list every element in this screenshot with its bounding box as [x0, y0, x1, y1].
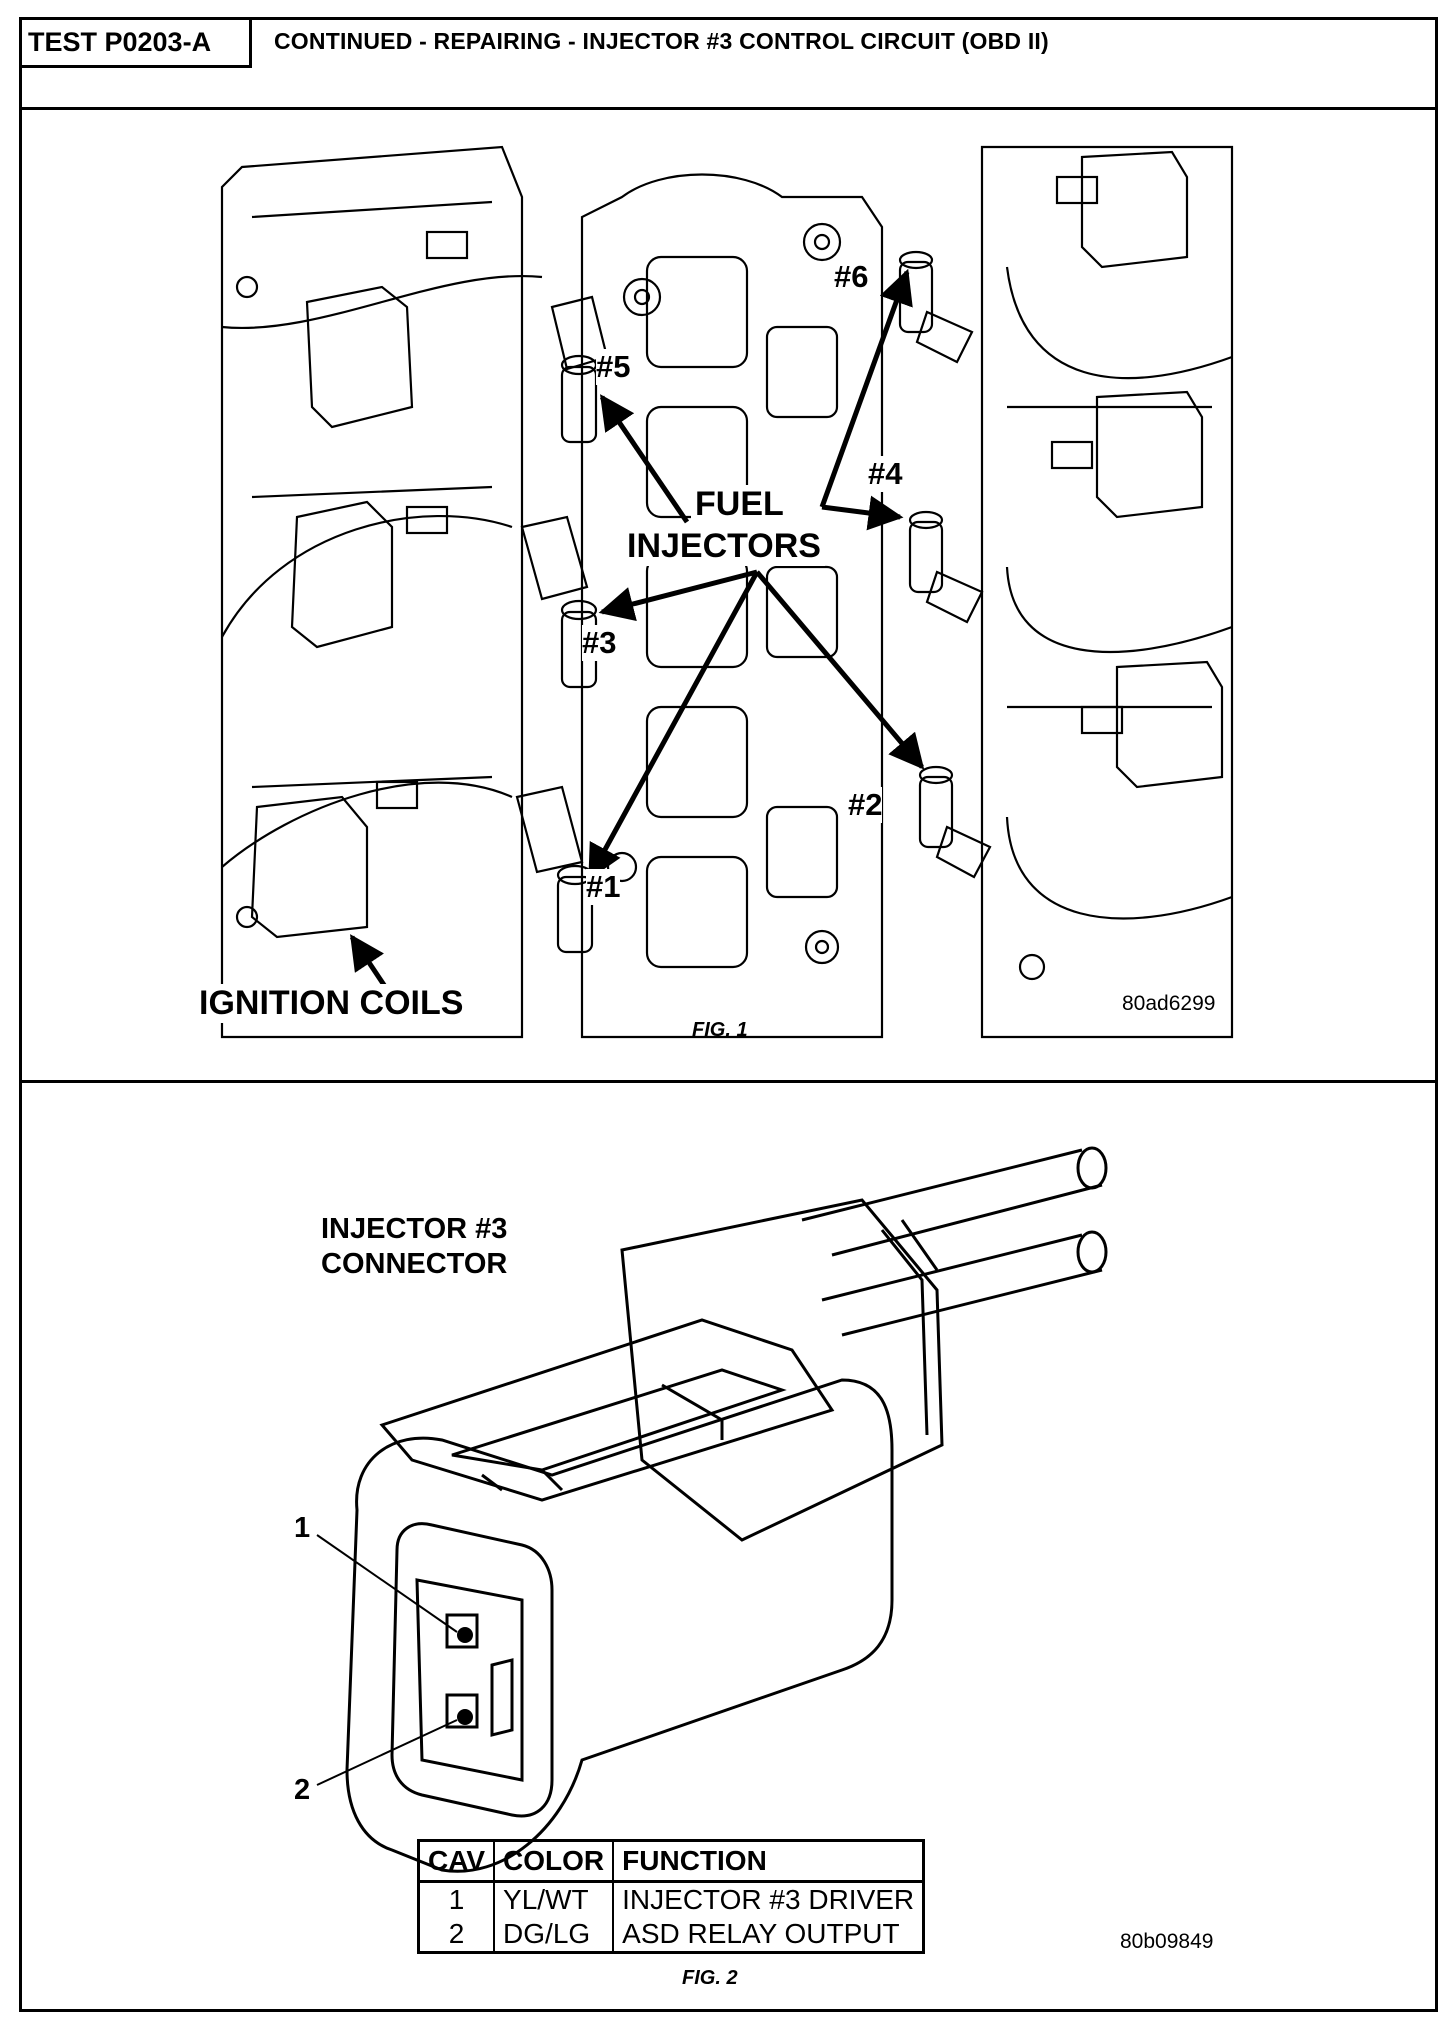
cell-color: YL/WT — [494, 1881, 615, 1917]
pin-1-label: 1 — [294, 1512, 311, 1544]
arrow-to-injector-3 — [598, 569, 758, 622]
right-cylinder-head — [980, 145, 1234, 1039]
connector-title-line2: CONNECTOR — [321, 1248, 508, 1280]
figure-2-code: 80b09849 — [1120, 1930, 1214, 1953]
col-color: COLOR — [494, 1840, 615, 1883]
header-row: TEST P0203-A CONTINUED - REPAIRING - INJ… — [22, 20, 1435, 110]
injector-6-label: #6 — [834, 259, 869, 295]
arrow-to-injector-1 — [587, 570, 760, 881]
connector-title-line1: INJECTOR #3 — [321, 1213, 508, 1245]
fuel-injectors-label-line1: FUEL — [691, 485, 788, 524]
injector-6 — [898, 250, 974, 364]
injector-5-label: #5 — [596, 349, 631, 385]
connector-pinout-table: CAV COLOR FUNCTION 1 YL/WT INJECTOR #3 D… — [417, 1839, 926, 1954]
injector-3-label: #3 — [582, 625, 617, 661]
cell-function: ASD RELAY OUTPUT — [622, 1918, 900, 1949]
engine-illustration — [220, 145, 1234, 1039]
arrow-to-injector-6 — [819, 268, 913, 508]
ignition-coils-label: IGNITION COILS — [195, 984, 468, 1023]
wire-upper — [801, 1148, 1103, 1257]
injector-4-label: #4 — [868, 456, 903, 492]
col-function: FUNCTION — [613, 1840, 924, 1883]
page-title: CONTINUED - REPAIRING - INJECTOR #3 CONT… — [274, 28, 1049, 54]
figure-1-caption: FIG. 1 — [692, 1019, 748, 1041]
connector-illustration — [316, 1146, 1108, 1873]
pin-1-leader — [316, 1534, 458, 1633]
left-cylinder-head — [220, 145, 524, 1039]
ignition-coil-left-3 — [250, 795, 369, 939]
wire-lower — [821, 1233, 1103, 1337]
arrow-to-injector-2 — [755, 570, 925, 770]
table-row: 2 DG/LG ASD RELAY OUTPUT — [418, 1917, 924, 1953]
cell-cav: 2 — [418, 1917, 496, 1953]
injector-2 — [918, 765, 992, 879]
table-header-row: CAV COLOR FUNCTION — [418, 1840, 924, 1883]
injector-2-label: #2 — [848, 787, 883, 823]
connector-housing — [345, 1378, 894, 1873]
injector-1-label: #1 — [586, 869, 621, 905]
figure-1-code: 80ad6299 — [1122, 992, 1216, 1015]
page-frame: TEST P0203-A CONTINUED - REPAIRING - INJ… — [19, 17, 1438, 2012]
figure-2-caption: FIG. 2 — [682, 1967, 738, 1989]
col-cav: CAV — [418, 1840, 496, 1883]
table-row: 1 YL/WT INJECTOR #3 DRIVER — [418, 1881, 924, 1917]
arrow-to-injector-5 — [599, 394, 690, 524]
cavity-2 — [457, 1709, 473, 1725]
figure-1-panel: FUEL INJECTORS IGNITION COILS #5 #6 #4 #… — [22, 107, 1435, 1083]
injector-1 — [515, 785, 594, 954]
arrow-to-injector-4 — [821, 495, 904, 531]
cell-function: INJECTOR #3 DRIVER — [622, 1884, 915, 1915]
pin-2-label: 2 — [294, 1774, 311, 1806]
cavity-1 — [457, 1627, 473, 1643]
cell-cav: 1 — [418, 1881, 496, 1917]
injector-3 — [520, 515, 598, 689]
cell-color: DG/LG — [494, 1917, 615, 1953]
pin-2-leader — [316, 1719, 458, 1786]
test-id: TEST P0203-A — [22, 20, 252, 68]
connector-face — [390, 1522, 554, 1818]
fuel-injectors-label-line2: INJECTORS — [623, 527, 825, 566]
injector-4 — [908, 510, 984, 624]
figure-2-panel: INJECTOR #3 CONNECTOR 1 2 CAV COLOR FUNC… — [22, 1080, 1435, 2009]
